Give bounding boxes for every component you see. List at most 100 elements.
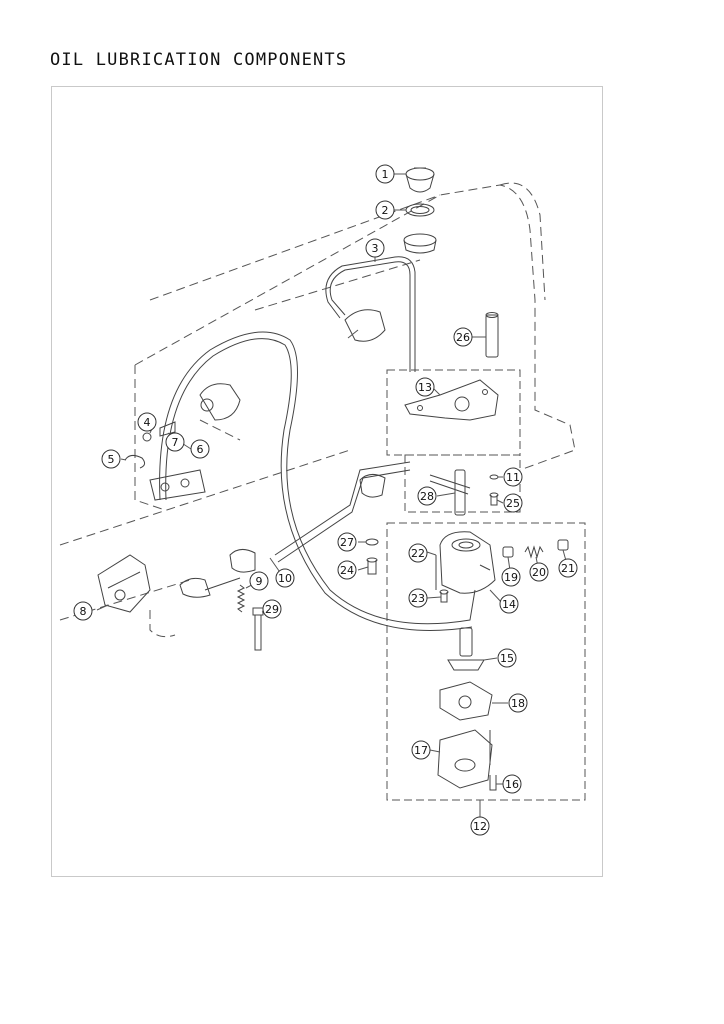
callout-number: 21 [561,562,575,575]
callout-8: 8 [73,601,93,621]
bracket-6 [149,469,206,501]
callout-circle [503,467,523,487]
callout-number: 26 [456,331,470,344]
callout-circle [497,648,517,668]
callout-7: 7 [165,432,185,452]
oil-pump-14 [435,531,496,594]
spring-9 [236,584,246,613]
callout-14: 14 [499,594,519,614]
callout-circle [408,543,428,563]
callout-number: 16 [505,778,519,791]
callout-circle [337,532,357,552]
callout-number: 19 [504,571,518,584]
shaft-15 [447,627,485,671]
callout-number: 18 [511,697,525,710]
callout-28: 28 [417,486,437,506]
callout-24: 24 [337,560,357,580]
callout-18: 18 [508,693,528,713]
diagram-frame [51,86,603,877]
callout-number: 14 [502,598,516,611]
callout-number: 6 [197,443,204,456]
callout-circle [375,200,395,220]
oil-tube-10 [159,331,476,632]
callout-20: 20 [529,562,549,582]
callout-6: 6 [190,439,210,459]
callout-29: 29 [262,599,282,619]
callout-13: 13 [415,377,435,397]
callout-circle [137,412,157,432]
callout-number: 12 [473,820,487,833]
cover-17 [437,729,493,789]
callout-number: 28 [420,490,434,503]
callout-22: 22 [408,543,428,563]
oil-bushing [403,233,437,254]
screws-11-25 [489,474,499,506]
callout-circle [558,558,578,578]
callout-number: 11 [506,471,520,484]
callout-27: 27 [337,532,357,552]
callout-number: 27 [340,536,354,549]
callout-number: 1 [382,168,389,181]
callout-19: 19 [501,567,521,587]
callout-21: 21 [558,558,578,578]
callout-circle [190,439,210,459]
screw-4 [142,432,152,442]
spring-set-19-21 [502,539,569,559]
callout-17: 17 [411,740,431,760]
oil-tube-3 [325,256,416,372]
callout-number: 17 [414,744,428,757]
pin-26 [485,312,499,358]
callout-circle [365,238,385,258]
callout-number: 9 [256,575,263,588]
callout-circle [408,588,428,608]
callout-circle [453,327,473,347]
callout-4: 4 [137,412,157,432]
callout-circle [411,740,431,760]
assembly-box-12 [386,522,586,801]
callout-number: 23 [411,592,425,605]
callout-circle [165,432,185,452]
callout-11: 11 [503,467,523,487]
callout-circle [529,562,549,582]
callout-3: 3 [365,238,385,258]
callout-10: 10 [275,568,295,588]
callout-number: 4 [144,416,151,429]
callout-circle [503,493,523,513]
callout-25: 25 [503,493,523,513]
callout-number: 24 [340,564,354,577]
callout-circle [375,164,395,184]
callout-circle [337,560,357,580]
shaft-bushing [179,383,386,598]
callout-circle [501,567,521,587]
callout-number: 8 [80,605,87,618]
callout-number: 25 [506,497,520,510]
clip-5 [124,454,146,469]
callout-number: 13 [418,381,432,394]
callout-circle [499,594,519,614]
callout-9: 9 [249,571,269,591]
callout-number: 29 [265,603,279,616]
callout-circle [415,377,435,397]
screw-16 [489,775,497,791]
clamp-7 [159,421,176,437]
callout-number: 5 [108,453,115,466]
callout-circle [417,486,437,506]
fitting-28 [429,469,471,516]
callout-23: 23 [408,588,428,608]
assembly-box-28 [404,454,521,513]
oil-cap-1 [405,167,435,193]
callout-number: 10 [278,572,292,585]
callout-number: 7 [172,436,179,449]
plate-13 [404,379,499,421]
callout-number: 20 [532,566,546,579]
washer-27 [365,538,379,546]
callout-circle [262,599,282,619]
callout-number: 3 [372,242,379,255]
callout-1: 1 [375,164,395,184]
callout-circle [101,449,121,469]
callout-15: 15 [497,648,517,668]
callout-12: 12 [470,816,490,836]
callout-circle [470,816,490,836]
